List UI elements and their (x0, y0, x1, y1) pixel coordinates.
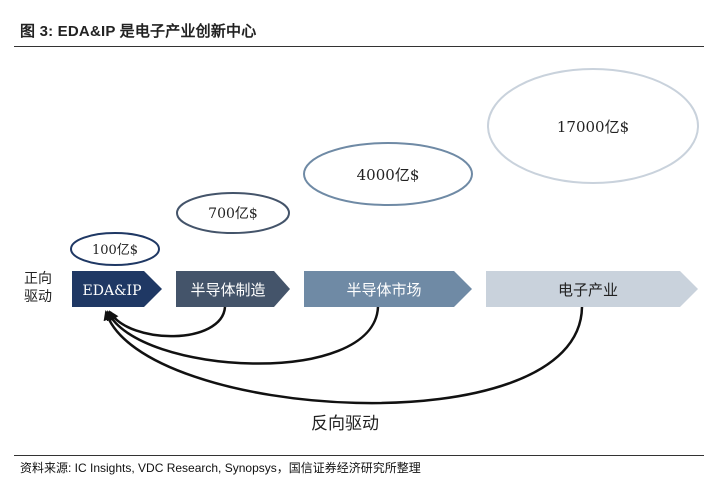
value-ellipse-semi-market: 4000亿$ (303, 142, 473, 206)
forward-drive-label-line1: 正向 (24, 271, 52, 287)
reverse-arrow-electronics (103, 306, 584, 405)
reverse-arrow-semi-market (106, 306, 380, 365)
figure-title: 图 3: EDA&IP 是电子产业创新中心 (20, 23, 257, 40)
forward-drive-label-line2: 驱动 (24, 289, 52, 305)
stage-electronics: 电子产业 (486, 271, 698, 307)
value-label-semi-market: 4000亿$ (357, 166, 420, 184)
stage-label-semi-market: 半导体市场 (346, 281, 421, 299)
value-ellipse-manufacturing: 700亿$ (176, 192, 290, 234)
value-label-electronics: 17000亿$ (557, 118, 629, 136)
stage-label-eda-ip: EDA&IP (83, 283, 142, 299)
value-label-eda: 100亿$ (92, 243, 138, 258)
stage-semi-market: 半导体市场 (304, 271, 472, 307)
value-label-manufacturing: 700亿$ (208, 206, 258, 222)
bottom-rule (14, 455, 704, 456)
value-ellipse-electronics: 17000亿$ (487, 68, 699, 184)
stage-label-semi-manufacturing: 半导体制造 (190, 281, 265, 299)
source-note: 资料来源: IC Insights, VDC Research, Synopsy… (20, 461, 421, 475)
stage-eda-ip: EDA&IP (72, 271, 162, 307)
stage-label-electronics: 电子产业 (558, 281, 618, 299)
stage-semi-manufacturing: 半导体制造 (176, 271, 290, 307)
value-ellipse-eda: 100亿$ (70, 232, 160, 266)
reverse-drive-label: 反向驱动 (311, 414, 379, 434)
top-rule (14, 46, 704, 47)
reverse-arrow-manufacturing (108, 306, 227, 338)
